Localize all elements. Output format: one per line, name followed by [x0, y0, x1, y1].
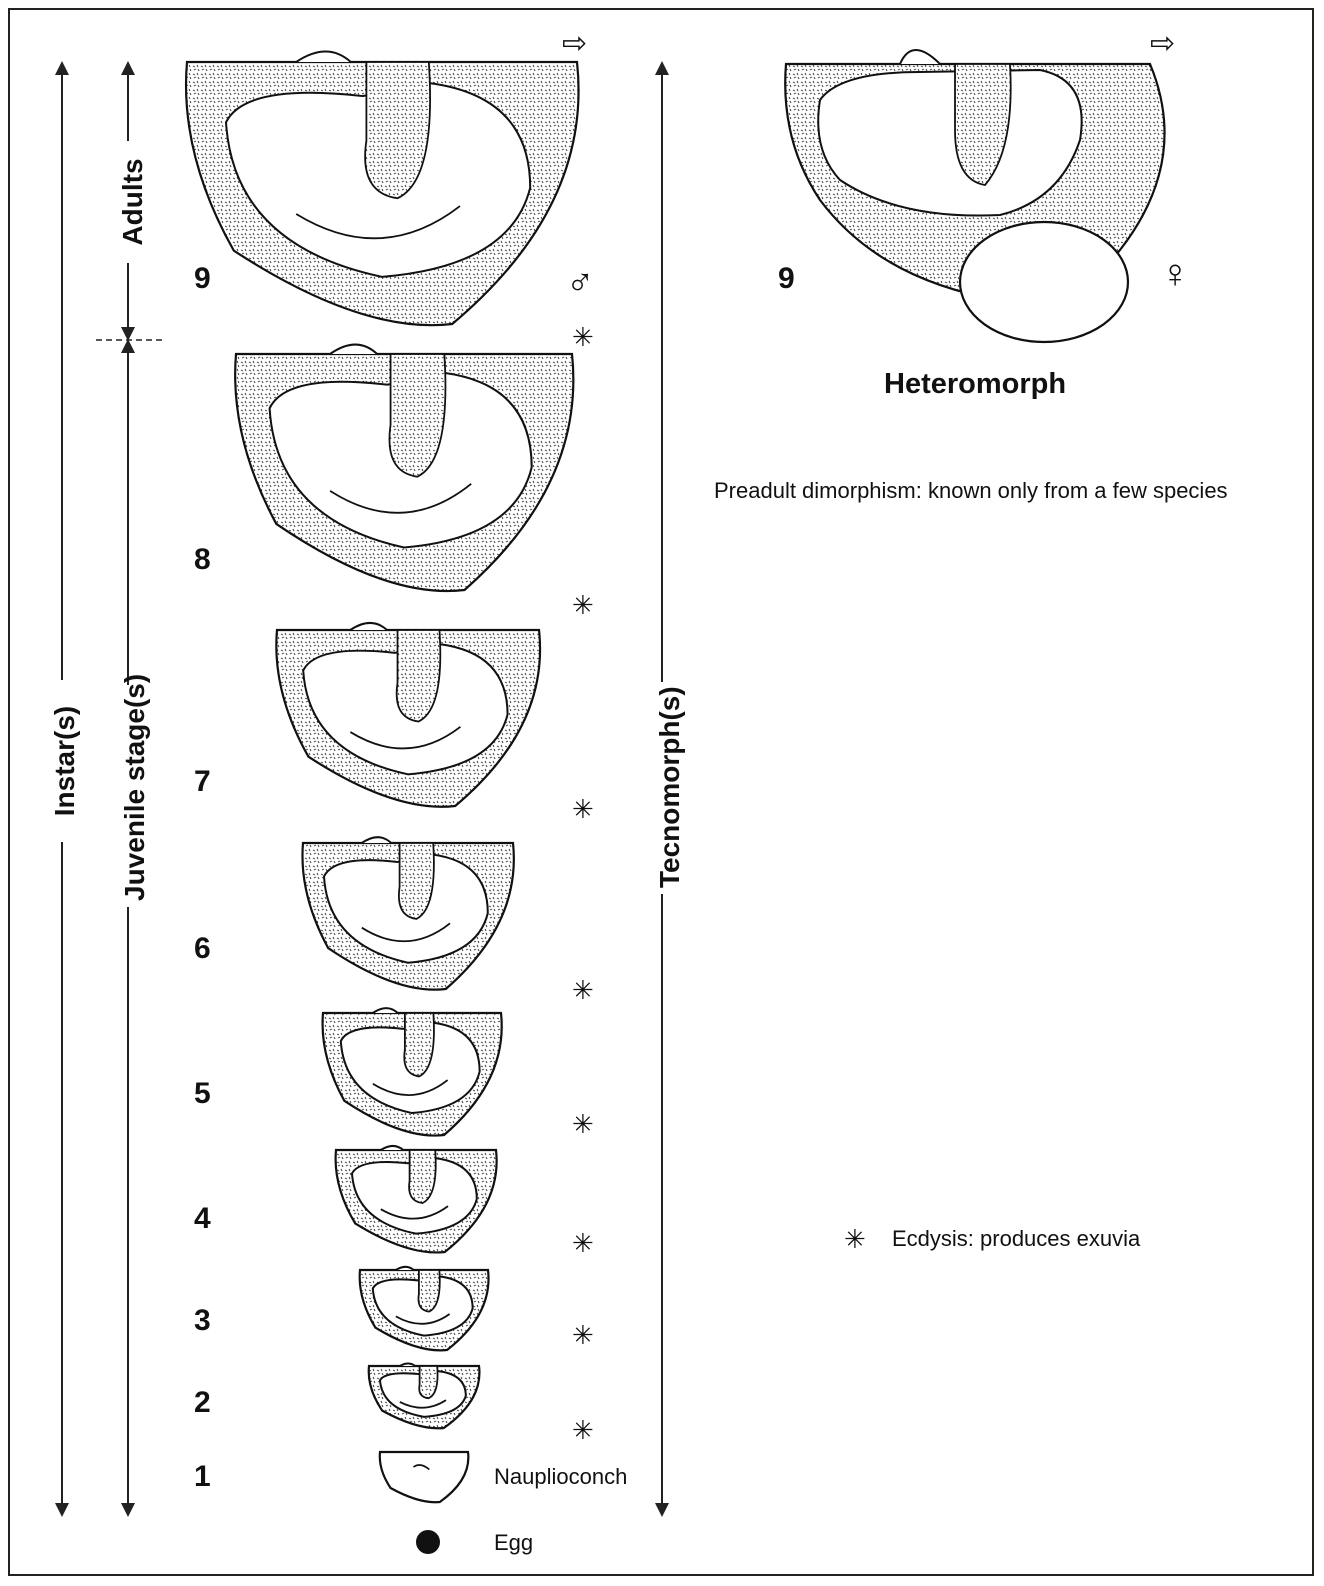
ecdysis-icon: ✳: [572, 975, 594, 1006]
instar-axis-label: Instar(s): [49, 680, 81, 842]
stage-number: 5: [194, 1077, 211, 1111]
stage-number: 1: [194, 1460, 211, 1494]
ecdysis-legend-text: Ecdysis: produces exuvia: [892, 1226, 1140, 1252]
stage-number: 6: [194, 932, 211, 966]
ecdysis-icon: ✳: [572, 1415, 594, 1446]
female-symbol-icon: ♀: [1160, 252, 1190, 297]
ecdysis-icon: ✳: [572, 1228, 594, 1259]
egg-dot: [416, 1530, 440, 1554]
ecdysis-icon: ✳: [572, 1109, 594, 1140]
ecdysis-icon: ✳: [572, 322, 594, 353]
nauplioconch-label: Nauplioconch: [494, 1464, 627, 1490]
tecnomorph-axis-label: Tecnomorph(s): [654, 682, 686, 894]
stage-number: 8: [194, 543, 211, 577]
shell-stage-9-male: [186, 52, 579, 326]
shell-stage-6: [302, 837, 513, 989]
female-stage-number: 9: [778, 262, 795, 296]
stage-number: 3: [194, 1304, 211, 1338]
shell-stage-7: [276, 623, 540, 807]
adults-axis-label: Adults: [117, 141, 149, 263]
ecdysis-legend-icon: ✳: [844, 1224, 866, 1255]
stage-number: 2: [194, 1386, 211, 1420]
heteromorph-title: Heteromorph: [884, 368, 1066, 401]
anterior-arrow-icon: ⇨: [1150, 26, 1175, 61]
anterior-arrow-icon: ⇨: [562, 26, 587, 61]
shell-stage-4: [336, 1146, 497, 1253]
shell-stage-8: [235, 345, 573, 591]
stage-number: 7: [194, 765, 211, 799]
shell-stage-5: [323, 1008, 502, 1135]
shell-stage-2: [369, 1364, 480, 1429]
shell-stage-3: [360, 1267, 489, 1351]
egg-label: Egg: [494, 1530, 533, 1556]
juvenile-axis-label: Juvenile stage(s): [119, 685, 151, 907]
stage-number: 4: [194, 1202, 211, 1236]
shell-stage-9-female: [785, 50, 1164, 342]
male-symbol-icon: ♂: [566, 262, 595, 305]
ecdysis-icon: ✳: [572, 794, 594, 825]
preadult-note: Preadult dimorphism: known only from a f…: [714, 478, 1228, 504]
ecdysis-icon: ✳: [572, 590, 594, 621]
shell-stage-1: [380, 1452, 469, 1502]
stage-number: 9: [194, 262, 211, 296]
ecdysis-icon: ✳: [572, 1320, 594, 1351]
